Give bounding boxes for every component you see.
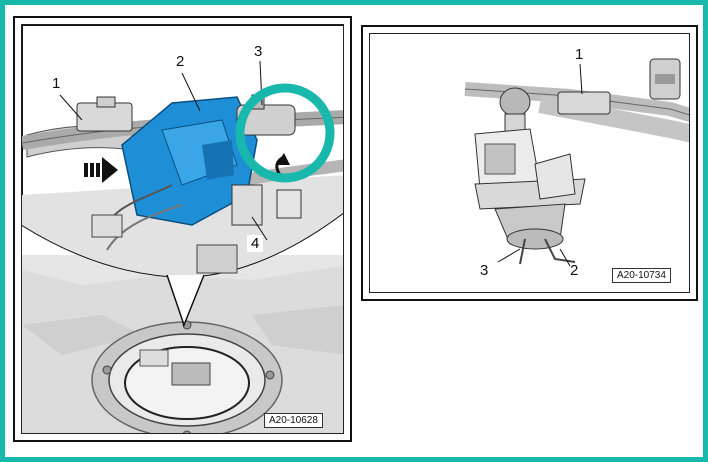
callout-2: 2 bbox=[176, 53, 185, 70]
callout-1-right: 1 bbox=[575, 46, 584, 63]
arrow-curved bbox=[275, 153, 290, 176]
connector-4 bbox=[231, 184, 263, 226]
callout-1: 1 bbox=[52, 75, 61, 92]
arrow-left-push bbox=[84, 157, 118, 183]
callout-3-right: 3 bbox=[480, 262, 489, 279]
right-figure: 1 2 3 A20-10734 bbox=[361, 25, 698, 301]
right-figure-inner: 1 2 3 A20-10734 bbox=[369, 33, 690, 293]
connector-1-right bbox=[557, 91, 611, 115]
left-illustration bbox=[22, 25, 343, 433]
ref-code-left: A20-10628 bbox=[264, 413, 323, 428]
valve-body bbox=[499, 87, 531, 117]
callout-3: 3 bbox=[254, 43, 263, 60]
callout-2-right: 2 bbox=[570, 262, 579, 279]
ref-code-right: A20-10734 bbox=[612, 268, 671, 283]
callout-4: 4 bbox=[247, 235, 264, 252]
connector-3 bbox=[236, 104, 296, 136]
highlight-ring bbox=[235, 83, 335, 183]
left-figure: 1 2 3 4 A20-10628 bbox=[13, 16, 352, 442]
left-figure-inner: 1 2 3 4 A20-10628 bbox=[21, 24, 344, 434]
right-illustration bbox=[464, 58, 689, 267]
